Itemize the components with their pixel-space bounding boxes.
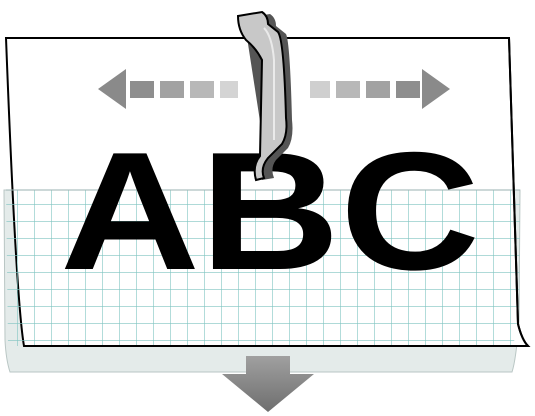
right-dash-2 (336, 81, 360, 98)
left-dash-3 (190, 81, 214, 98)
left-dash-4 (220, 81, 238, 98)
right-dash-3 (366, 81, 390, 98)
left-dash-2 (160, 81, 184, 98)
right-dash-1 (310, 81, 330, 98)
left-dash-1 (130, 81, 154, 98)
right-dash-4 (396, 81, 420, 98)
